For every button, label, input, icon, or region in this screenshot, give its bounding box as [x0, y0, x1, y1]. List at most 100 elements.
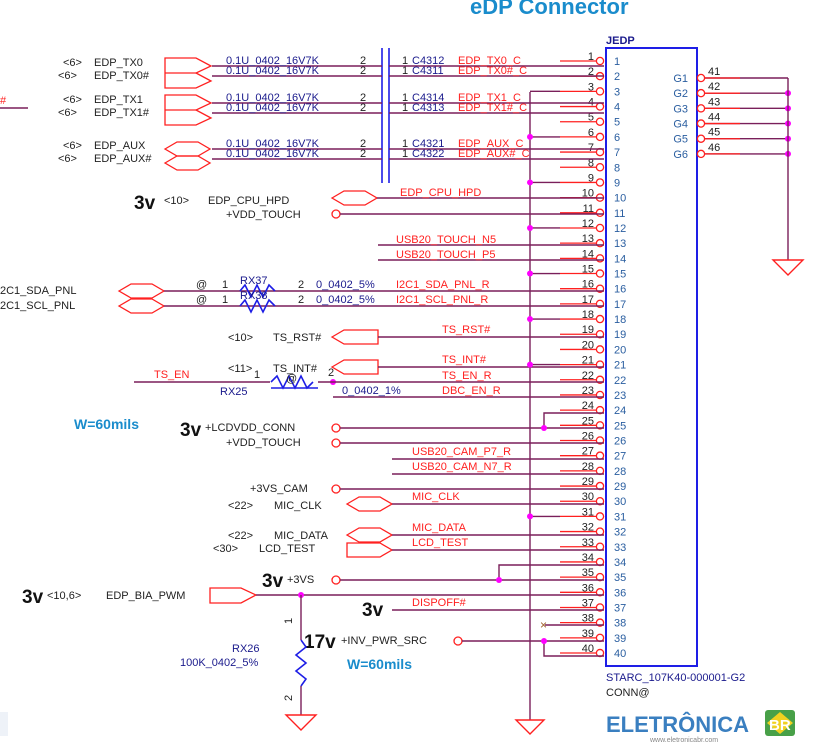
pin-number-outer: 25 [582, 415, 594, 427]
pin-terminal[interactable] [595, 496, 605, 506]
voltage-annotation-3vs: 3v [262, 571, 284, 592]
pin-number-inner: 5 [614, 117, 620, 129]
pin-terminal[interactable] [595, 87, 605, 96]
pin-number-inner: 13 [614, 238, 626, 250]
power-port-3vs-cam [331, 484, 341, 494]
pin-number-inner: 2 [614, 71, 620, 83]
offpage-connector-mic-clk[interactable] [345, 496, 394, 512]
pin-terminal[interactable] [595, 269, 605, 278]
offpage-connector-lcd-test[interactable] [346, 542, 394, 558]
resistor-rx37[interactable] [239, 283, 276, 299]
resistor-rx38[interactable] [239, 298, 276, 314]
rx25-value: 0_0402_1% [342, 385, 401, 397]
cap-sheet-ref: <6> [58, 70, 77, 82]
offpage-connector-aux[interactable] [163, 141, 212, 157]
ground-pin-terminal[interactable] [696, 104, 706, 113]
rx25-pin2: 2 [328, 367, 334, 379]
pin-number-inner: 40 [614, 648, 626, 660]
pin-terminal[interactable] [595, 314, 605, 324]
pin-number-inner: 38 [614, 618, 626, 630]
offpage-connector-scl[interactable] [117, 298, 166, 314]
offpage-connector-bia-pwm[interactable] [209, 587, 258, 604]
pin-number-outer: 5 [588, 112, 594, 124]
lcd-test-offpage-name: LCD_TEST [259, 543, 316, 555]
voltage-annotation-hpd: 3v [134, 193, 156, 214]
rx38-value: 0_0402_5% [316, 294, 375, 306]
net-label-lcd-test: LCD_TEST [412, 537, 469, 549]
ground-pin-number: 42 [708, 81, 720, 93]
pin-terminal[interactable] [595, 56, 605, 66]
pin-terminal[interactable] [595, 603, 605, 612]
mic-clk-sheet-ref: <22> [228, 500, 253, 512]
rx38-ref: RX38 [240, 290, 268, 302]
cap-net-out: EDP_AUX#_C [458, 148, 530, 160]
cap-sheet-ref: <6> [58, 107, 77, 119]
pin-terminal[interactable] [595, 254, 605, 263]
resistor-rx25[interactable] [270, 374, 314, 390]
pin-terminal[interactable] [595, 102, 605, 111]
offpage-connector-pair[interactable] [164, 94, 213, 126]
pin-number-outer: 35 [582, 567, 594, 579]
ground-pin-terminal[interactable] [696, 73, 706, 83]
pin-terminal[interactable] [595, 588, 605, 597]
lcdvdd-power-name: +LCDVDD_CONN [205, 422, 295, 434]
pin-terminal[interactable] [595, 223, 605, 233]
cap-pin-in: 2 [360, 65, 366, 77]
pin-number-inner: 8 [614, 162, 620, 174]
connector-part-number: STARC_107K40-000001-G2 [606, 672, 745, 684]
connector-variant: CONN@ [606, 687, 650, 699]
ground-pin-terminal[interactable] [696, 119, 706, 128]
pin-terminal[interactable] [595, 329, 605, 339]
pin-terminal[interactable] [595, 208, 605, 218]
voltage-annotation-lcdvdd: 3v [180, 420, 202, 441]
offpage-connector-ts-rst[interactable] [330, 329, 379, 345]
pin-terminal[interactable] [595, 542, 605, 552]
pin-number-inner: 7 [614, 147, 620, 159]
offpage-connector-hpd[interactable] [330, 190, 379, 206]
pin-number-inner: 17 [614, 299, 626, 311]
connector-refdes: JEDP [606, 35, 635, 47]
offpage-connector-ts-int[interactable] [330, 359, 379, 375]
pin-terminal[interactable] [595, 117, 605, 126]
pin-terminal[interactable] [595, 163, 605, 172]
cap-refdes: C4314 [412, 92, 444, 104]
watermark-flag-diamond [767, 712, 793, 734]
ground-pin-number: 43 [708, 96, 720, 108]
offpage-connector-pair[interactable] [164, 57, 213, 89]
ground-pin-terminal[interactable] [696, 134, 706, 143]
net-label-mic-clk: MIC_CLK [412, 491, 460, 503]
pin-number-inner: 30 [614, 496, 626, 508]
ac-coupling-capacitors [381, 48, 390, 183]
pin-number-inner: 31 [614, 511, 626, 523]
pin-terminal[interactable] [595, 527, 605, 536]
pin-terminal[interactable] [595, 132, 605, 142]
pin-terminal[interactable] [595, 421, 605, 430]
inv-pwr-power-name: +INV_PWR_SRC [341, 635, 427, 647]
pin-number-inner: 1 [614, 56, 620, 68]
cap-refdes: C4312 [412, 55, 444, 67]
i2c-sda-offpage-name: 2C1_SDA_PNL [0, 285, 76, 297]
ground-pin-terminal[interactable] [696, 88, 706, 98]
net-label-usb-cam-p: USB20_CAM_P7_R [412, 446, 511, 458]
pin-terminal[interactable] [595, 572, 605, 582]
cap-net-in: EDP_AUX# [94, 153, 152, 165]
pin-terminal[interactable] [595, 451, 605, 460]
ground-pin-terminal[interactable] [696, 149, 706, 159]
pin-terminal[interactable] [595, 178, 605, 187]
pin-number-outer: 21 [582, 355, 594, 367]
offpage-connector-sda[interactable] [117, 283, 166, 299]
pin-number-outer: 36 [582, 582, 594, 594]
offpage-connector-aux-n[interactable] [163, 155, 212, 171]
pin-number-outer: 26 [582, 431, 594, 443]
pin-number-inner: 36 [614, 587, 626, 599]
cap-pin-out: 1 [402, 102, 408, 114]
resistor-rx26[interactable] [294, 639, 308, 687]
pin-terminal[interactable] [595, 512, 605, 521]
pin-terminal[interactable] [595, 405, 605, 415]
offpage-connector-mic-data[interactable] [345, 527, 394, 543]
pin-number-inner: 37 [614, 602, 626, 614]
pin-number-outer: 30 [582, 491, 594, 503]
wire-3vs-strap [498, 564, 604, 580]
cap-value: 0.1U_0402_16V7K [226, 148, 320, 160]
pin-terminal[interactable] [595, 345, 605, 354]
